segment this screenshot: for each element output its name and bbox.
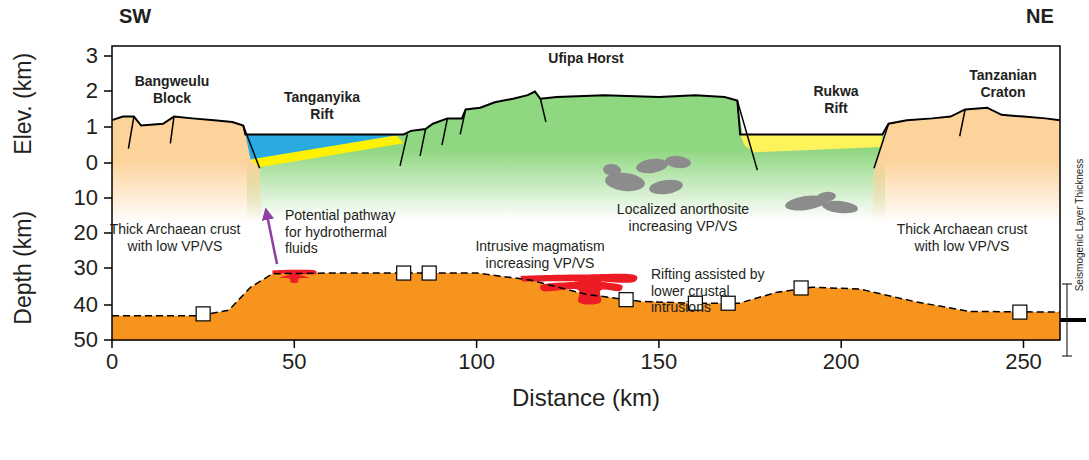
annotation: Potential pathway for hydrothermal fluid…	[285, 207, 413, 257]
axis-tick	[104, 197, 112, 199]
tick-label: 10	[74, 185, 98, 211]
rukwa-sediment	[740, 134, 882, 152]
intrusion-small	[272, 270, 316, 283]
tick-label: 50	[74, 327, 98, 353]
axis-tick	[111, 340, 113, 348]
region-name: Ufipa Horst	[548, 50, 623, 67]
rift-zone-fill	[247, 92, 885, 224]
tick-label: 100	[458, 349, 495, 375]
annotation: Thick Archaean crust with low VP/VS	[105, 221, 245, 255]
fault-line	[243, 126, 259, 169]
axis-tick	[104, 55, 112, 57]
anorthosite-body	[664, 155, 691, 170]
fault-line	[540, 99, 545, 122]
anorthosite-body	[635, 157, 669, 175]
fault-line	[442, 118, 447, 145]
plot-frame	[112, 46, 1060, 340]
anorthosite-body	[648, 178, 684, 197]
region-name: Tanzanian Craton	[963, 67, 1043, 101]
fault-line	[420, 129, 425, 156]
axis-title: Depth (km)	[10, 211, 38, 325]
tick-label: 30	[74, 255, 98, 281]
axis-tick	[658, 340, 660, 348]
error-bar	[1062, 284, 1072, 285]
tick-label: 50	[282, 349, 306, 375]
region-name: Bangweulu Block	[127, 73, 217, 107]
station-marker	[422, 266, 436, 280]
direction-label: SW	[119, 4, 151, 28]
fault-line	[128, 117, 133, 149]
tanganyika-lake	[245, 134, 403, 159]
axis-tick	[294, 340, 296, 348]
direction-label: NE	[1026, 4, 1054, 28]
station-marker	[196, 307, 210, 321]
region-name: Tanganyika Rift	[277, 89, 367, 123]
annotation: Localized anorthosite increasing VP/VS	[596, 201, 771, 235]
tick-label: 1	[86, 114, 98, 140]
annotation: Rifting assisted by lower crustal intrus…	[651, 266, 791, 316]
station-marker	[619, 293, 633, 307]
tick-label: 0	[86, 150, 98, 176]
axis-tick	[1023, 340, 1025, 348]
axis-tick	[104, 90, 112, 92]
topography-line	[112, 92, 1060, 135]
station-marker	[1013, 305, 1027, 319]
station-marker	[794, 281, 808, 295]
region-name: Rukwa Rift	[806, 83, 866, 117]
anorthosite-body	[602, 163, 621, 177]
tick-label: 150	[641, 349, 678, 375]
axis-tick	[840, 340, 842, 348]
fault-line	[170, 117, 174, 144]
fault-line	[460, 109, 465, 134]
annotation: Intrusive magmatism increasing VP/VS	[458, 238, 623, 272]
axis-tick	[104, 339, 112, 341]
axis-tick	[104, 304, 112, 306]
fault-line	[874, 124, 889, 169]
axis-tick	[104, 126, 112, 128]
fluid-pathway-arrow	[266, 210, 277, 264]
tick-label: 40	[74, 292, 98, 318]
tick-label: 200	[823, 349, 860, 375]
bracket-label: Seismogenic Layer Thickness	[1074, 159, 1086, 292]
tanzanian-craton-fill	[872, 108, 1060, 224]
axis-title: Elev. (km)	[10, 53, 38, 155]
annotation: Thick Archaean crust with low VP/VS	[892, 221, 1032, 255]
fault-line	[960, 109, 965, 136]
anorthosite-body	[815, 191, 836, 204]
axis-title: Distance (km)	[512, 384, 660, 413]
fault-line	[737, 101, 757, 171]
tick-label: 0	[106, 349, 118, 375]
station-marker	[397, 266, 411, 280]
fault-line	[400, 134, 407, 165]
tick-label: 3	[86, 43, 98, 69]
axis-tick	[104, 162, 112, 164]
axis-tick	[476, 340, 478, 348]
tick-label: 250	[1005, 349, 1042, 375]
moho-line	[112, 273, 1060, 316]
error-bar	[1062, 356, 1072, 357]
bangweulu-block-fill	[112, 117, 261, 224]
tick-label: 2	[86, 78, 98, 104]
mantle-fill	[112, 273, 1060, 340]
axis-tick	[104, 267, 112, 269]
thickness-mark	[1060, 318, 1086, 322]
tick-label: 20	[74, 220, 98, 246]
